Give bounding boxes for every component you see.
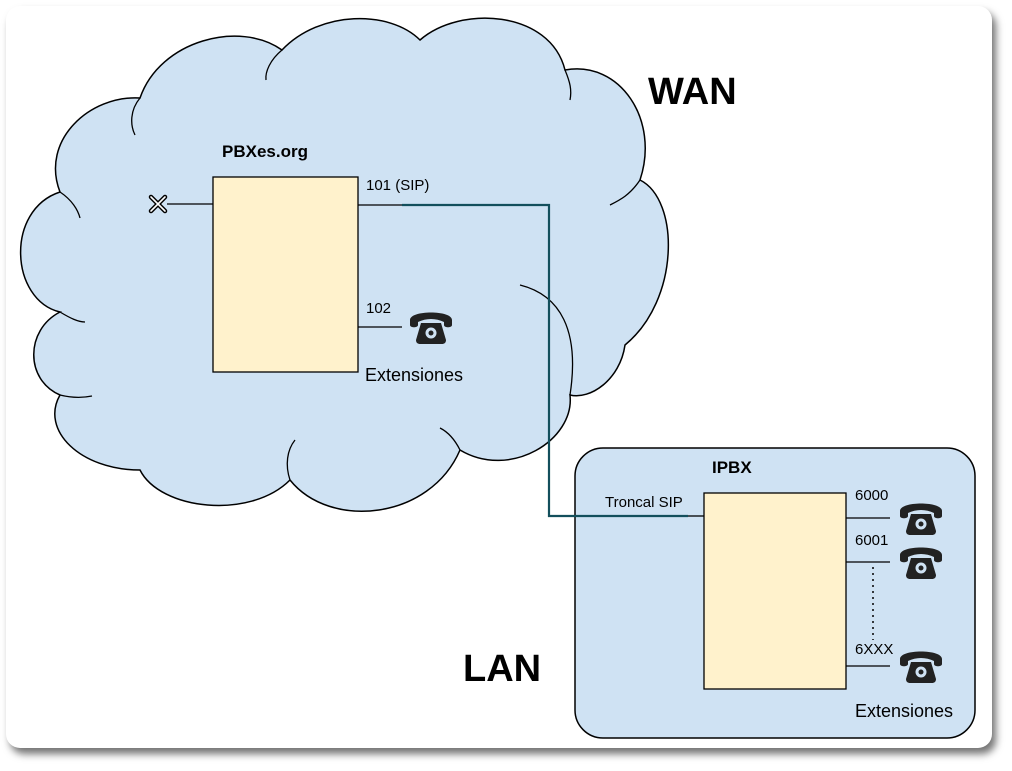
disconnected-x-icon (148, 194, 168, 214)
ext-101-sip-label: 101 (SIP) (366, 177, 429, 194)
ext-6001-label: 6001 (855, 532, 888, 549)
lan-label: LAN (463, 648, 541, 690)
lan-extensions-label: Extensiones (855, 701, 953, 721)
ipbx-title: IPBX (712, 458, 752, 477)
wan-label: WAN (648, 71, 737, 113)
ipbx-box (703, 492, 847, 690)
pbxes-title: PBXes.org (222, 142, 308, 161)
sip-trunk-line (402, 203, 688, 518)
ext-6xxx-label: 6XXX (855, 641, 893, 658)
ext-102-label: 102 (366, 300, 391, 317)
pbxes-box (212, 176, 359, 373)
ext-6000-label: 6000 (855, 487, 888, 504)
wan-extensions-label: Extensiones (365, 365, 463, 385)
troncal-sip-label: Troncal SIP (605, 494, 683, 511)
